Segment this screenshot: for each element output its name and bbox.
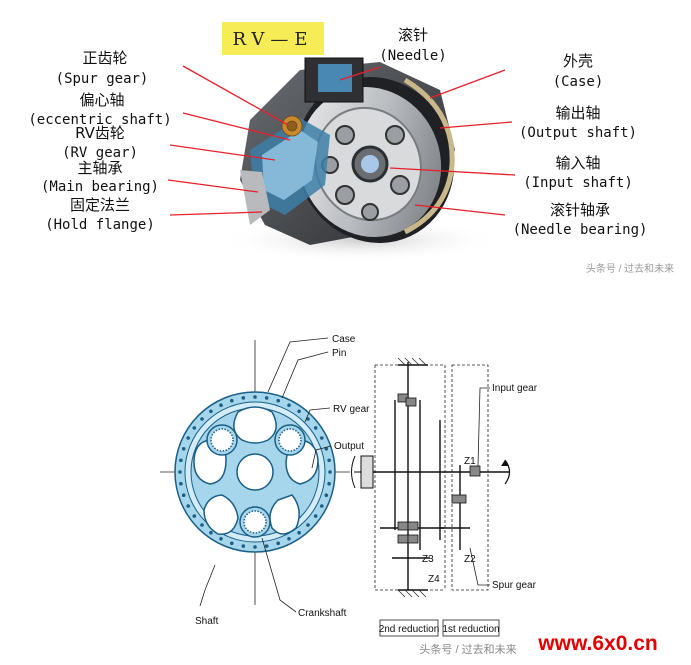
label-z1: Z1	[464, 456, 476, 467]
label-spur-gear: Spur gear	[492, 580, 537, 591]
label-output-shaft-cn: 输出轴	[555, 104, 600, 122]
rv-e-cutaway-panel: RV—E	[0, 0, 691, 290]
second-reduction-label: 2nd reduction	[379, 624, 440, 635]
rv-structure-schematic-panel: Case Pin RV gear Output Shaft Crankshaft…	[0, 290, 691, 665]
right-leaders	[469, 387, 490, 586]
input-arrow-head	[501, 460, 509, 466]
pin-dot	[276, 541, 281, 546]
pin-dot	[241, 396, 246, 400]
first-reduction-box	[442, 619, 500, 637]
ground-hatches	[397, 357, 427, 598]
pin-dot	[287, 403, 291, 407]
rv-reducer-illustration	[240, 57, 455, 245]
label-hold-flange-en: (Hold flange)	[45, 217, 155, 233]
pin-dot	[327, 458, 331, 463]
label-z4: Z4	[428, 574, 440, 585]
label-spur-gear-en: (Spur gear)	[56, 71, 149, 87]
pin-dot	[209, 530, 213, 535]
label-needle-en: (Needle)	[379, 48, 446, 64]
pin-dot	[306, 523, 310, 527]
bottom-watermark: 头条号 / 过去和未来	[419, 642, 516, 656]
pin-dot	[219, 403, 223, 407]
pin-dot	[230, 398, 234, 403]
pin-dot	[297, 530, 301, 535]
brand-logo-text: www.6x0.cn	[537, 632, 657, 655]
crankshaft-bearings	[206, 424, 306, 538]
label-z2: Z2	[464, 554, 476, 565]
label-needle-bearing-cn: 滚针轴承	[550, 201, 610, 219]
label-crankshaft: Crankshaft	[298, 608, 347, 619]
label-case-en: (Case)	[553, 74, 604, 90]
label-rv-gear: RV gear	[333, 404, 370, 415]
pin-dot	[297, 409, 301, 414]
label-needle-cn: 滚针	[398, 26, 428, 44]
gear-elements	[397, 393, 481, 544]
label-input-shaft-cn: 输入轴	[555, 154, 600, 172]
label-pin: Pin	[332, 348, 346, 359]
pin-dot	[181, 447, 186, 451]
label-z3: Z3	[422, 554, 434, 565]
pin-dot	[320, 504, 324, 508]
pin-dot	[253, 395, 257, 399]
schematic-leaders	[199, 337, 332, 613]
pin-dot	[186, 436, 190, 440]
pin-dot	[328, 470, 332, 474]
pin-ring	[178, 395, 332, 549]
pin-dot	[200, 417, 204, 421]
pin-dot	[179, 481, 183, 486]
pin-dot	[200, 523, 204, 527]
label-shaft: Shaft	[195, 616, 219, 627]
label-case: Case	[332, 334, 356, 345]
pin-dot	[327, 481, 331, 486]
label-eccentric-shaft-en: (eccentric shaft)	[28, 112, 171, 128]
leader-lines	[167, 65, 516, 216]
rv-e-cutaway-svg: RV—E	[28, 22, 674, 275]
label-eccentric-shaft-cn: 偏心轴	[79, 91, 124, 109]
pin-dot	[324, 493, 329, 497]
pin-dot	[276, 398, 281, 403]
pin-dot	[306, 417, 310, 421]
pin-dot	[186, 504, 190, 508]
pin-dot	[179, 458, 183, 463]
label-output: Output	[334, 441, 364, 452]
label-input-gear: Input gear	[492, 383, 538, 394]
pin-dot	[209, 409, 213, 414]
pin-dot	[181, 493, 186, 497]
label-spur-gear-cn: 正齿轮	[82, 49, 127, 67]
pin-dot	[253, 545, 257, 549]
output-flange	[351, 455, 374, 489]
rv-schematic-svg: Case Pin RV gear Output Shaft Crankshaft…	[160, 334, 658, 656]
label-case-cn: 外壳	[563, 52, 593, 70]
gear-train-lines	[360, 362, 510, 591]
first-reduction-label: 1st reduction	[442, 624, 499, 635]
center-shaft-hole	[236, 453, 274, 491]
label-rv-gear-cn: RV齿轮	[75, 124, 125, 142]
label-rv-gear-en: (RV gear)	[62, 145, 138, 161]
top-watermark: 头条号 / 过去和未来	[586, 262, 674, 275]
pin-dot	[313, 426, 318, 430]
pin-dot	[287, 537, 291, 541]
second-reduction-box	[379, 619, 439, 637]
pin-dot	[241, 544, 246, 548]
label-input-shaft-en: (Input shaft)	[523, 175, 633, 191]
pin-dot	[192, 514, 197, 518]
pin-dot	[313, 514, 318, 518]
title-tag-text: RV—E	[232, 29, 313, 50]
label-main-bearing-cn: 主轴承	[77, 159, 122, 177]
title-tag	[222, 22, 324, 55]
pin-dot	[192, 426, 197, 430]
pin-dot	[264, 396, 269, 400]
label-needle-bearing-en: (Needle bearing)	[513, 222, 648, 238]
label-hold-flange-cn: 固定法兰	[70, 196, 130, 214]
pin-dot	[230, 541, 234, 546]
pin-dot	[178, 470, 182, 474]
label-main-bearing-en: (Main bearing)	[41, 179, 159, 195]
pin-dot	[219, 537, 223, 541]
pin-dot	[320, 436, 324, 440]
label-output-shaft-en: (Output shaft)	[519, 125, 637, 141]
pin-dot	[264, 544, 269, 548]
